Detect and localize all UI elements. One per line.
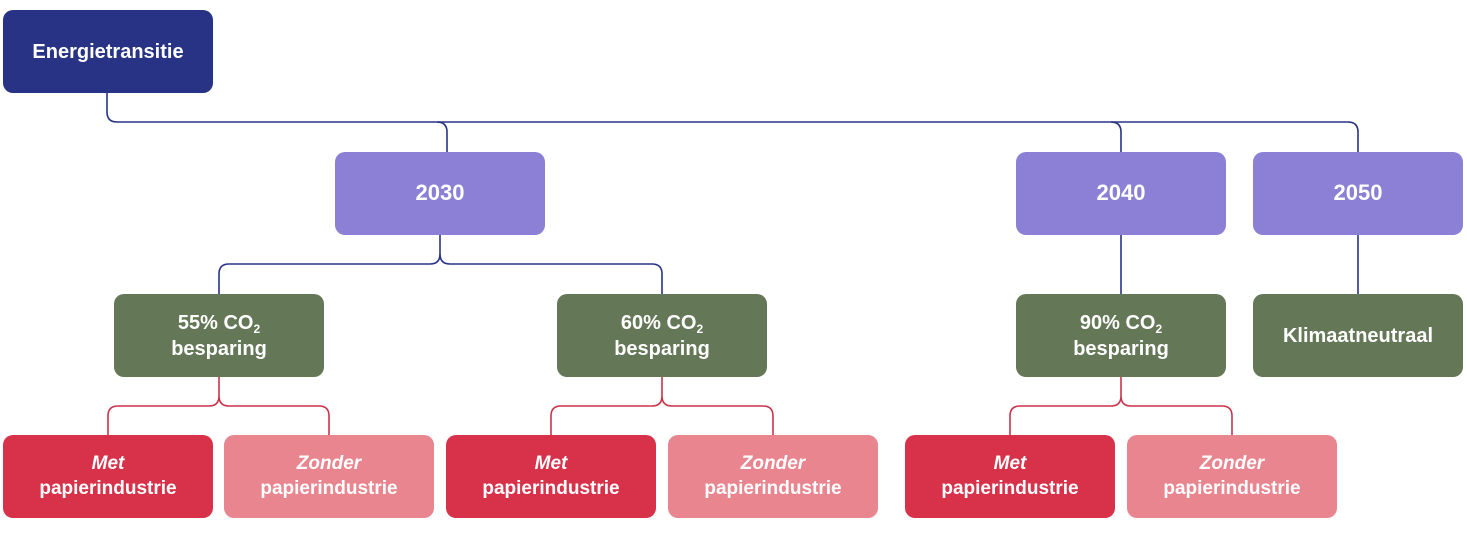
year-node-2050: 2050 [1253,152,1463,235]
option-zonder-90: Zonder papierindustrie [1127,435,1337,518]
connector-2030-goals [218,235,441,294]
goal-node-klimaatneutraal: Klimaatneutraal [1253,294,1463,377]
connector-60-options [550,377,774,435]
connector-root-to-years [106,93,1359,152]
year-label: 2050 [1333,180,1383,206]
option-zonder-55: Zonder papierindustrie [224,435,434,518]
goal-prefix: 60% CO [620,311,697,334]
goal-label: Klimaatneutraal [1282,324,1434,347]
connector-root-2030 [436,121,448,152]
goal-suffix: besparing [614,337,710,360]
goal-co2-line: 55% CO2 [178,310,260,336]
goal-suffix: besparing [171,337,267,360]
goal-suffix: besparing [1073,337,1169,360]
option-kind: Zonder [740,452,806,474]
option-kind: Met [993,452,1027,474]
option-met-55: Met papierindustrie [3,435,213,518]
goal-node-55: 55% CO2 besparing [114,294,324,377]
option-industry: papierindustrie [482,477,620,499]
year-label: 2040 [1096,180,1146,206]
year-label: 2030 [415,180,465,206]
option-zonder-60: Zonder papierindustrie [668,435,878,518]
option-kind: Zonder [296,452,362,474]
connector-55-options [107,377,330,435]
connector-90-options [1009,377,1233,435]
goal-subscript: 2 [696,321,704,336]
option-kind: Met [534,452,568,474]
option-met-90: Met papierindustrie [905,435,1115,518]
option-industry: papierindustrie [39,477,177,499]
option-industry: papierindustrie [704,477,842,499]
goal-subscript: 2 [253,321,261,336]
goal-co2-line: 90% CO2 [1080,310,1162,336]
option-met-60: Met papierindustrie [446,435,656,518]
goal-node-90: 90% CO2 besparing [1016,294,1226,377]
goal-prefix: 90% CO [1079,311,1156,334]
option-industry: papierindustrie [1163,477,1301,499]
option-industry: papierindustrie [941,477,1079,499]
goal-subscript: 2 [1155,321,1163,336]
root-node: Energietransitie [3,10,213,93]
goal-node-60: 60% CO2 besparing [557,294,767,377]
goal-co2-line: 60% CO2 [621,310,703,336]
option-kind: Met [91,452,125,474]
goal-prefix: 55% CO [177,311,254,334]
option-kind: Zonder [1199,452,1265,474]
connector-2030-60 [439,253,663,294]
year-node-2040: 2040 [1016,152,1226,235]
root-label: Energietransitie [32,40,184,63]
connector-root-2040 [1110,121,1122,152]
year-node-2030: 2030 [335,152,545,235]
option-industry: papierindustrie [260,477,398,499]
